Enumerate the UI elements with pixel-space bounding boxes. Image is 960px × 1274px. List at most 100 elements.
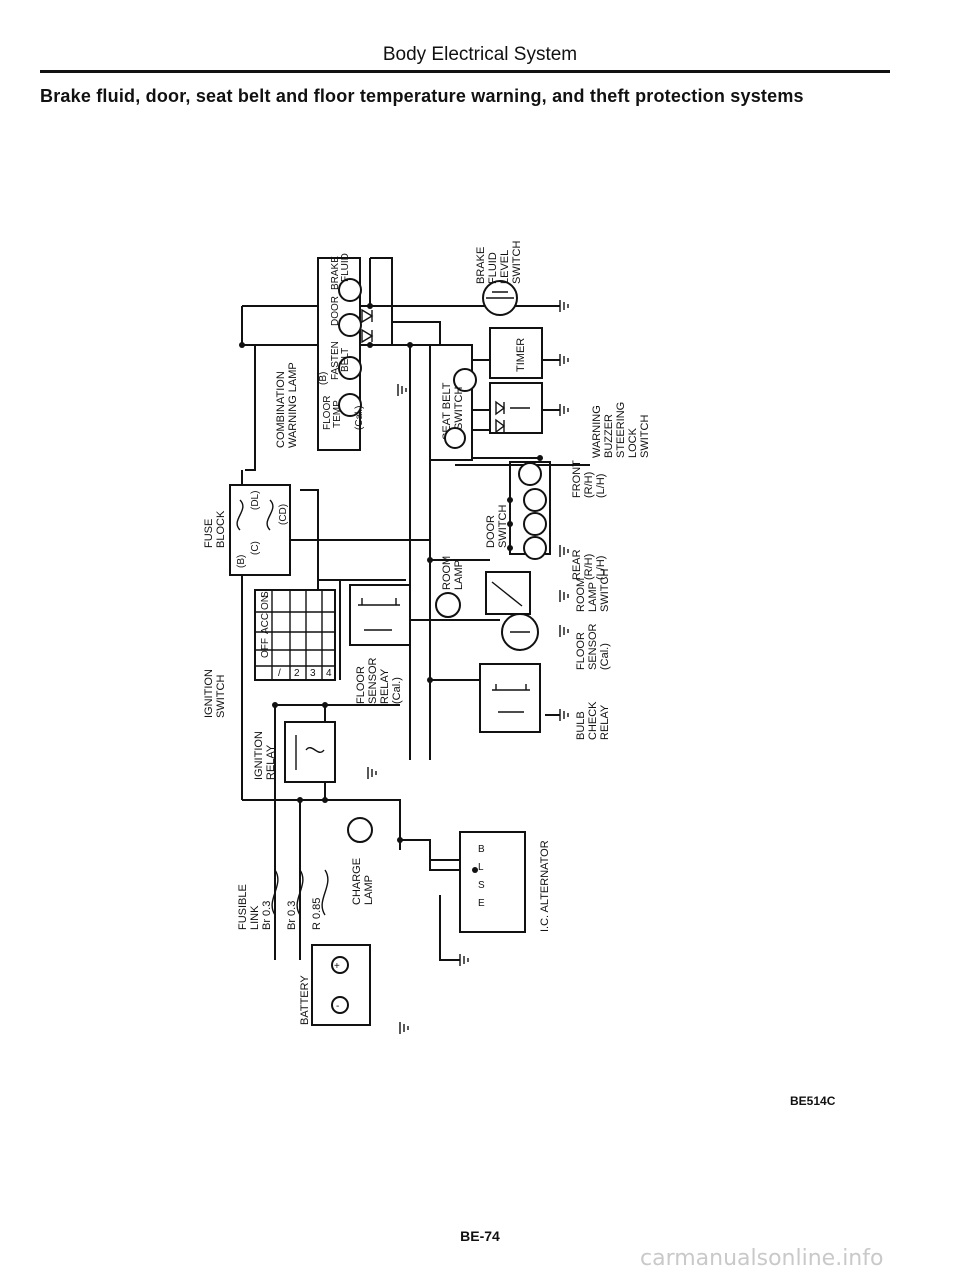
figure-code: BE514C <box>790 1094 836 1108</box>
brake-fluid-label-3: LEVEL <box>499 250 511 284</box>
fuse-cd-label: (CD) <box>278 504 289 525</box>
buzzer-label-4: LOCK <box>627 427 639 458</box>
seat-belt-label-1: SEAT BELT <box>441 382 453 440</box>
page-title: Brake fluid, door, seat belt and floor t… <box>40 86 804 106</box>
ignition-relay-label-1: IGNITION <box>253 731 265 780</box>
brake-fluid-label-1: BRAKE <box>475 247 487 284</box>
fuse-c-label: (C) <box>250 541 261 555</box>
lamp-cal-label: (Cal.) <box>354 406 365 430</box>
alternator-label: I.C. ALTERNATOR <box>539 840 551 932</box>
floor-relay-label-4: (Cal.) <box>391 677 403 704</box>
fusible-link-label-5: R 0.85 <box>311 898 323 930</box>
buzzer-label-1: WARNING <box>591 405 603 458</box>
brake-fluid-label-4: SWITCH <box>511 241 523 284</box>
seat-belt-switch: SEAT BELT SWITCH <box>429 344 477 461</box>
ground-symbols <box>367 300 569 1034</box>
floor-sensor: FLOOR SENSOR (Cal.) <box>501 613 611 670</box>
door-switches: DOOR SWITCH FRONT (R/H) (L/H) REAR (R/H)… <box>485 460 607 580</box>
timer-unit: TIMER <box>489 327 543 434</box>
lamp-brake-label: BRAKE <box>330 256 341 290</box>
alt-terminal-e: E <box>478 898 485 909</box>
lamp-fluid-label: FLUID <box>340 253 351 282</box>
door-switch-label-1: DOOR <box>485 515 497 548</box>
lamp-fasten-label: FASTEN <box>330 341 341 380</box>
fusible-link-label-2: LINK <box>249 905 261 930</box>
fuse-block-label-1: FUSE <box>203 519 215 548</box>
ign-off-label: OFF <box>260 638 271 658</box>
front-lh-label: (L/H) <box>595 474 607 498</box>
floor-relay-label-2: SENSOR <box>367 657 379 704</box>
seat-belt-label-2: SWITCH <box>453 387 465 430</box>
room-lamp-switch-label-3: SWITCH <box>599 569 611 612</box>
brake-fluid-level-switch: BRAKE FLUID LEVEL SWITCH <box>475 241 523 316</box>
lamp-door-label: DOOR <box>330 296 341 326</box>
ignition-relay: IGNITION RELAY <box>253 721 336 783</box>
bulb-check-label-3: RELAY <box>599 704 611 740</box>
lamp-belt-label: BELT <box>340 348 351 372</box>
battery-plus: + <box>334 961 340 972</box>
bulb-check-relay: BULB CHECK RELAY <box>479 663 611 740</box>
ign-acc-label: ACC <box>260 613 271 634</box>
ignition-switch-label-1: IGNITION <box>203 669 215 718</box>
room-lamp: ROOM LAMP ROOM LAMP SWITCH <box>435 556 611 618</box>
lamp-floor-label: FLOOR <box>322 396 333 430</box>
ignition-switch: OFF ACC ON S / 2 3 4 IGNITION SWITCH <box>203 589 336 718</box>
charge-lamp-label-2: LAMP <box>363 875 375 905</box>
fuse-b-label: (B) <box>236 555 247 568</box>
buzzer-label-3: STEERING <box>615 402 627 458</box>
warning-buzzer-steering-lock-switch: WARNING BUZZER STEERING LOCK SWITCH <box>591 402 651 458</box>
ign-row-2: 2 <box>294 668 300 679</box>
floor-sensor-label-3: (Cal.) <box>599 643 611 670</box>
fuse-block: (DL) (CD) (B) (C) FUSE BLOCK <box>203 484 291 576</box>
fusible-link-label-3: Br 0.3 <box>261 901 273 930</box>
lamp-b-label: (B) <box>318 372 329 385</box>
floor-sensor-label-1: FLOOR <box>575 632 587 670</box>
floor-relay-label-3: RELAY <box>379 668 391 704</box>
lamp-temp-label: TEMP. <box>332 399 343 428</box>
bulb-check-label-2: CHECK <box>587 701 599 740</box>
buzzer-label-2: BUZZER <box>603 414 615 458</box>
battery-minus: - <box>336 1001 339 1012</box>
buzzer-label-5: SWITCH <box>639 415 651 458</box>
charge-lamp: CHARGE LAMP <box>347 817 375 905</box>
alt-terminal-b: B <box>478 844 485 855</box>
front-label: FRONT <box>571 460 583 498</box>
ign-row-1: / <box>278 668 281 679</box>
floor-sensor-label-2: SENSOR <box>587 623 599 670</box>
rear-label: REAR <box>571 549 583 580</box>
rear-lh-label: (L/H) <box>595 556 607 580</box>
ign-s-label: S <box>260 591 271 598</box>
charge-lamp-label-1: CHARGE <box>351 858 363 905</box>
section-title: Body Electrical System <box>382 44 578 65</box>
alt-terminal-s: S <box>478 880 485 891</box>
combination-label-2: WARNING LAMP <box>287 362 299 448</box>
ic-alternator: B L S E I.C. ALTERNATOR <box>459 831 551 933</box>
fusible-link-label-4: Br 0.3 <box>286 901 298 930</box>
door-switch-label-2: SWITCH <box>497 505 509 548</box>
fuse-dl-label: (DL) <box>250 491 261 510</box>
front-rh-label: (R/H) <box>583 472 595 498</box>
battery: + - BATTERY <box>299 944 371 1026</box>
ignition-switch-label-2: SWITCH <box>215 675 227 718</box>
bulb-check-label-1: BULB <box>575 711 587 740</box>
brake-fluid-label-2: FLUID <box>487 252 499 284</box>
room-lamp-switch-label-2: LAMP <box>587 582 599 612</box>
battery-label: BATTERY <box>299 975 311 1025</box>
combination-warning-lamp: BRAKE FLUID DOOR FASTEN BELT (B) FLOOR T… <box>275 253 374 451</box>
page-number: BE-74 <box>460 1228 500 1244</box>
room-lamp-label-1: ROOM <box>441 556 453 590</box>
fuse-block-label-2: BLOCK <box>215 510 227 548</box>
ign-on-label: ON <box>260 595 271 610</box>
combination-label-1: COMBINATION <box>275 371 287 448</box>
header-rule <box>40 70 890 73</box>
rear-rh-label: (R/H) <box>583 554 595 580</box>
floor-sensor-relay: FLOOR SENSOR RELAY (Cal.) <box>349 584 411 704</box>
fusible-link-label-1: FUSIBLE <box>237 884 249 930</box>
watermark: carmanualsonline.info <box>640 1246 884 1271</box>
ign-row-3: 3 <box>310 668 316 679</box>
junction-dots <box>239 303 543 873</box>
floor-relay-label-1: FLOOR <box>355 666 367 704</box>
ignition-relay-label-2: RELAY <box>265 744 277 780</box>
fusible-link: FUSIBLE LINK Br 0.3 Br 0.3 R 0.85 <box>237 869 329 930</box>
